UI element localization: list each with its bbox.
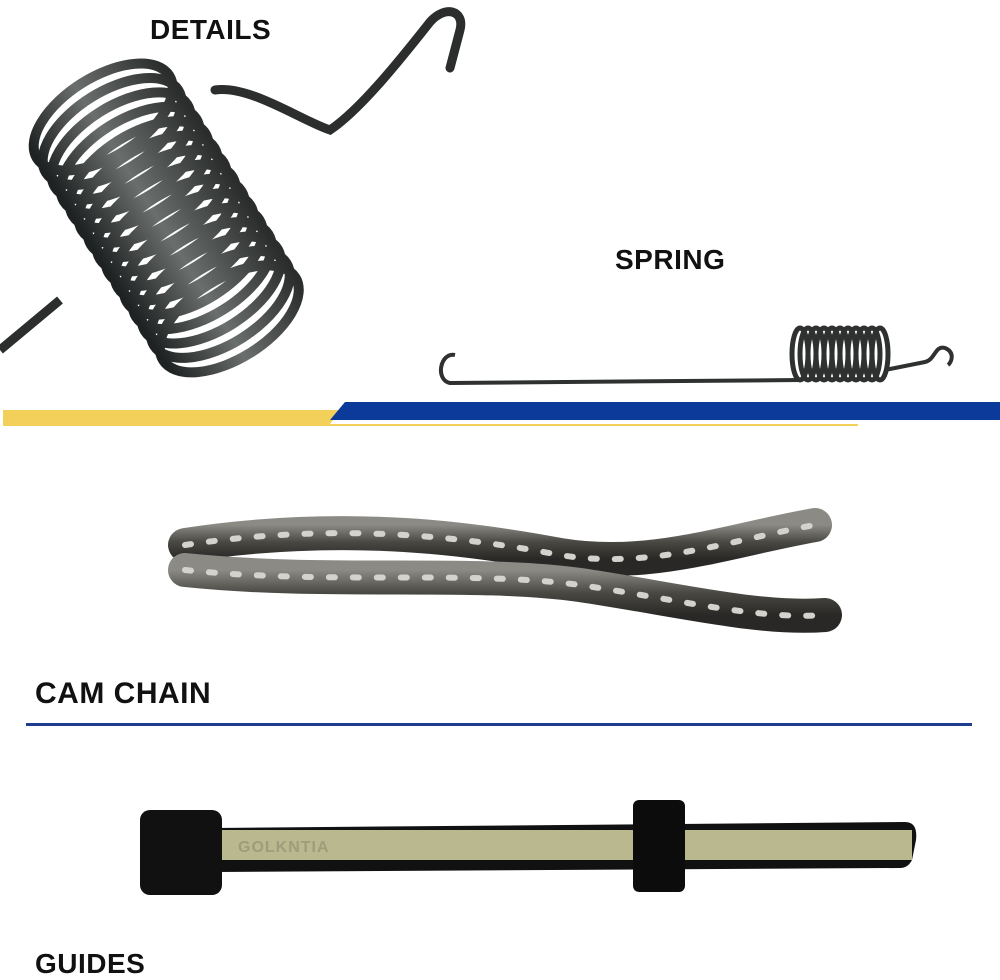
spring-coils	[28, 58, 304, 378]
color-stripe-divider	[3, 402, 1000, 426]
section-divider	[26, 723, 972, 726]
guide-brand-text: GOLKNTIA	[238, 839, 330, 856]
cam-chain-label: CAM CHAIN	[35, 677, 212, 710]
spring-label: SPRING	[615, 244, 726, 275]
spring-full-illustration	[439, 325, 954, 386]
guides-label: GUIDES	[35, 948, 146, 979]
cam-chain-illustration	[168, 508, 842, 633]
chain-guide-illustration	[140, 800, 917, 895]
details-label: DETAILS	[150, 14, 272, 45]
